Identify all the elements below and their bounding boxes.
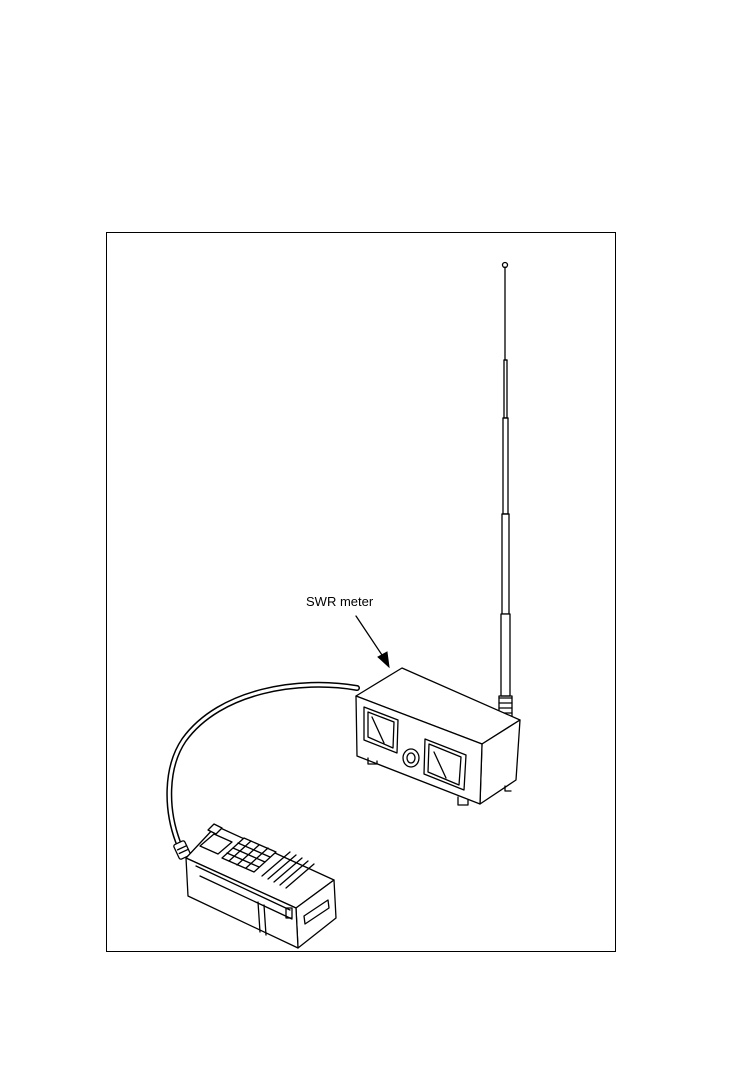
coax-cable-icon: [166, 681, 360, 860]
figure-frame: [106, 232, 616, 952]
callout-arrow: [355, 615, 390, 669]
swr-meter-label: SWR meter: [306, 594, 374, 609]
swr-meter-icon: [355, 667, 521, 806]
antenna-icon: [487, 261, 515, 780]
handheld-radio-icon: [185, 823, 337, 949]
